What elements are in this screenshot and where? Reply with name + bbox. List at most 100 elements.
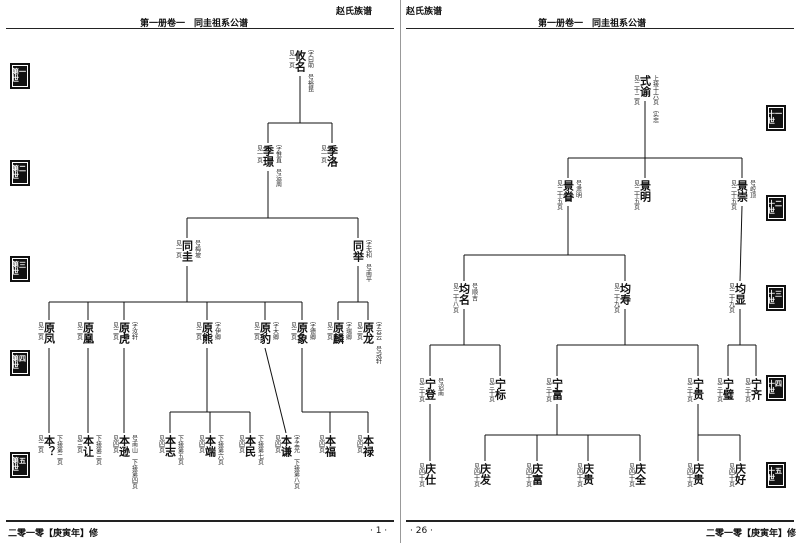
right-header-rule xyxy=(406,28,794,29)
left-footer-page: · 1 · xyxy=(370,526,388,536)
node-page-ref: 见四页 xyxy=(111,435,119,453)
person-node: 见二页原凤 xyxy=(36,322,56,344)
node-page-ref: 见二页 xyxy=(194,322,202,340)
person-node: 见三十页宁标 xyxy=(487,378,507,402)
node-page-ref: 见四十页 xyxy=(472,463,480,487)
person-node: 见三十页宁齐 xyxy=(744,378,763,402)
node-page-ref: 见二页 xyxy=(325,322,333,340)
person-name: 庆富 xyxy=(530,463,544,485)
generation-badge: 第五世 xyxy=(10,452,30,478)
person-node: 见一页同圭号梅坡 xyxy=(175,240,201,262)
right-header-family: 赵氏族谱 xyxy=(406,7,443,17)
person-name: 攸名 xyxy=(293,50,307,72)
node-page-ref: 见二页 xyxy=(36,322,44,340)
generation-badge: 十二世 xyxy=(766,195,786,221)
node-page-ref: 见四页 xyxy=(157,435,165,453)
person-note: 字无和 号南平 xyxy=(364,240,372,282)
person-name: 宁标 xyxy=(493,378,507,400)
person-node: 见四页本志下接第五页 xyxy=(157,435,184,465)
person-node: 见二页原麟字瑞卿 xyxy=(325,322,352,344)
person-name: 本禄 xyxy=(361,435,375,457)
generation-badge: 十五世 xyxy=(766,462,786,488)
generation-badge-text: 第四世 xyxy=(12,355,26,370)
node-page-ref: 见二十二页 xyxy=(632,75,640,105)
person-node: 见二页原虎字汝轩 xyxy=(112,322,138,344)
person-name: 原麟 xyxy=(331,322,345,344)
person-node: 见二十五页景明 xyxy=(632,180,652,210)
person-node: 见二十九页均寿 xyxy=(612,283,632,313)
person-node: 见四十页庆发 xyxy=(472,463,492,487)
left-footer-year: 二零一零【庚寅年】修 xyxy=(8,529,99,539)
node-page-ref: 见四页 xyxy=(197,435,205,453)
node-page-ref: 见四十页 xyxy=(685,463,693,487)
node-page-ref: 见二十五页 xyxy=(729,180,737,210)
person-note: 号诏南 xyxy=(436,378,444,396)
person-name: 本民 xyxy=(243,435,257,457)
person-name: 本志 xyxy=(163,435,177,457)
person-node: 见四页本谦字孟光 下接第八页 xyxy=(274,435,300,489)
person-name: 庆全 xyxy=(633,463,647,485)
right-header-title: 第一册卷一 同圭祖系公谱 xyxy=(538,19,647,29)
node-page-ref: 见二十五页 xyxy=(632,180,640,210)
person-node: 见三页本让下接第三页 xyxy=(75,435,102,465)
node-page-ref: 见四十页 xyxy=(627,463,635,487)
generation-badge-text: 第三世 xyxy=(12,261,26,276)
person-node: 见二十九页均显 xyxy=(728,283,747,313)
person-name: 同圭 xyxy=(180,240,194,262)
person-node: 见一页季洛 xyxy=(320,145,339,167)
person-name: 原凤 xyxy=(42,322,56,344)
generation-badge-text: 第一世 xyxy=(12,68,26,83)
person-note: 字德卿 xyxy=(308,322,316,340)
person-name: 均名 xyxy=(457,283,471,305)
tree-connector-line xyxy=(739,205,743,282)
person-node: 见二十五页景眷号肃明 xyxy=(556,180,582,210)
person-name: 景眷 xyxy=(561,180,575,202)
node-page-ref: 见三页 xyxy=(75,435,83,453)
person-node: 见二十八页均名号顺吉 xyxy=(451,283,478,313)
right-footer-rule xyxy=(406,520,794,522)
person-note: 号崆顶 xyxy=(748,180,756,198)
person-node: 见二页本？下接第二页 xyxy=(36,435,63,465)
person-node: 见二页原凰 xyxy=(76,322,95,344)
person-name: 本让 xyxy=(81,435,95,457)
node-page-ref: 见三十页 xyxy=(715,378,723,402)
person-name: 宁登 xyxy=(423,378,437,400)
generation-badge: 第四世 xyxy=(10,350,30,376)
person-name: 同举 xyxy=(351,240,365,262)
person-note: 号梅坡 xyxy=(193,240,201,258)
person-note: 下接第三页 xyxy=(94,435,102,465)
person-note: 号肃明 xyxy=(574,180,582,198)
tree-connector-line xyxy=(264,347,287,434)
person-node: 同举字无和 号南平 xyxy=(351,240,372,282)
right-footer-page: · 26 · xyxy=(410,526,433,536)
node-page-ref: 见四页 xyxy=(237,435,245,453)
person-name: 庆仕 xyxy=(423,463,437,485)
person-node: 见四十页庆富 xyxy=(525,463,544,487)
person-note: 字孟光 下接第八页 xyxy=(292,435,300,489)
node-page-ref: 见二十九页 xyxy=(612,283,620,313)
node-page-ref: 见四页 xyxy=(317,435,325,453)
node-page-ref: 见四页 xyxy=(355,435,363,453)
node-page-ref: 见三十页 xyxy=(487,378,495,402)
node-page-ref: 见二十八页 xyxy=(451,283,459,313)
node-page-ref: 见一页 xyxy=(255,145,263,163)
person-note: 字伊卿 xyxy=(213,322,221,340)
node-page-ref: 见三十页 xyxy=(685,378,693,402)
person-node: 见四十页庆全 xyxy=(627,463,647,487)
person-name: 庆贵 xyxy=(691,463,705,485)
person-name: 原象 xyxy=(295,322,309,344)
node-page-ref: 见二页 xyxy=(252,322,260,340)
right-footer-year: 二零一零【庚寅年】修 xyxy=(706,529,797,539)
node-page-ref: 见二页 xyxy=(36,435,44,453)
person-name: 原熊 xyxy=(200,322,214,344)
node-page-ref: 见四十页 xyxy=(417,463,425,487)
node-page-ref: 见四十页 xyxy=(575,463,583,487)
generation-badge-text: 十四世 xyxy=(768,380,782,395)
person-name: 景崇 xyxy=(735,180,749,202)
person-name: 庆贵 xyxy=(581,463,595,485)
person-node: 见二页原豹字大卿 xyxy=(252,322,279,344)
generation-badge: 第二世 xyxy=(10,160,30,186)
person-name: 本福 xyxy=(323,435,337,457)
